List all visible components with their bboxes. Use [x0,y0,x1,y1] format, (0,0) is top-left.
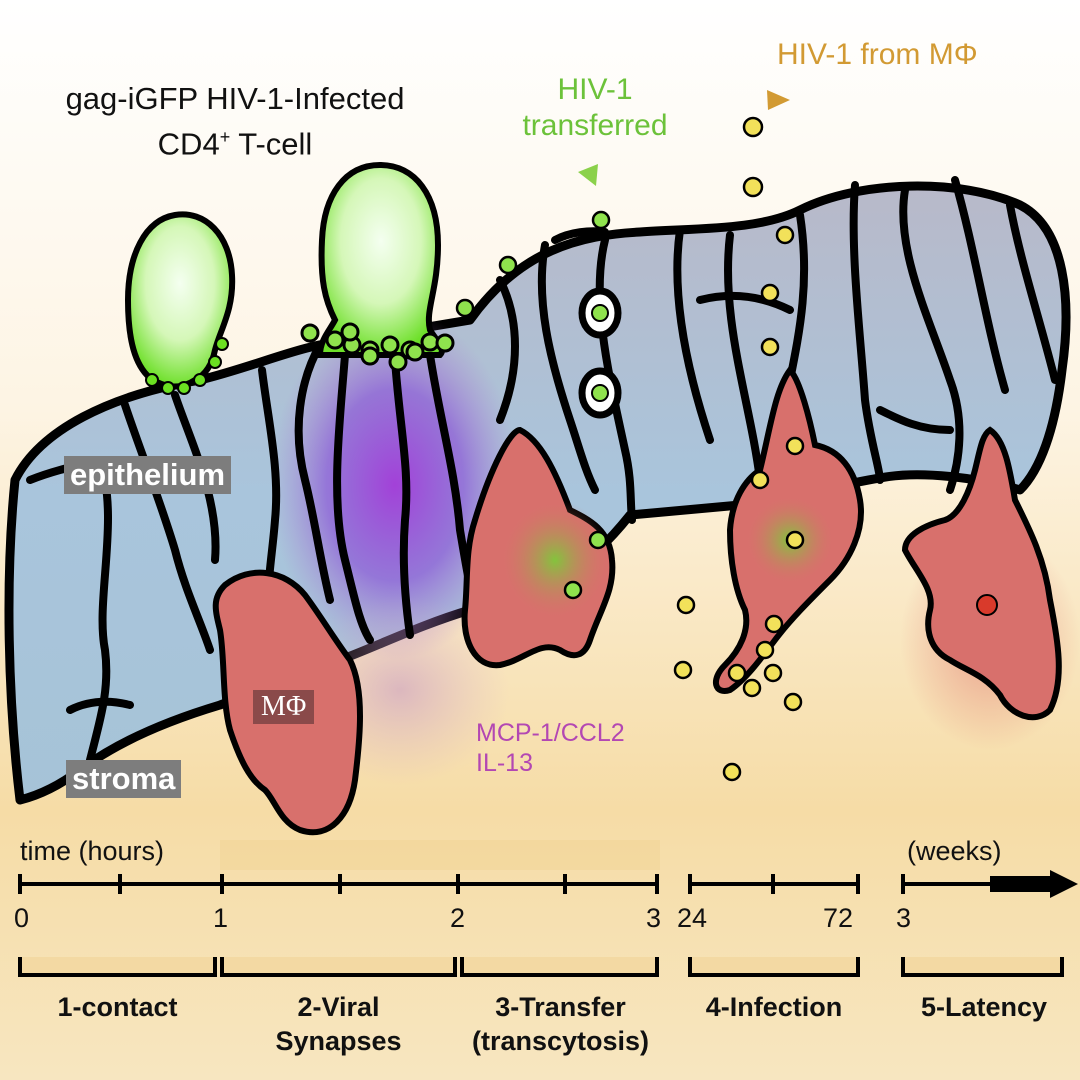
weeks-arrow-head [1050,870,1078,898]
tick-label-1: 1 [213,903,229,933]
stage-1-contact: 1-contact [57,992,178,1022]
infected-t-cells [124,161,455,395]
t-cell-synapse [300,161,455,372]
tick-label-2: 2 [450,903,466,933]
hiv-transferred-label: HIV-1 transferred [522,73,668,142]
stage-2-viral-synapses: 2-Viral Synapses [275,992,402,1056]
stage-4-infection: 4-Infection [705,992,843,1022]
macrophage-stage5 [901,426,1062,721]
green-arrow [578,164,598,186]
t-cell-contact [124,211,236,395]
transcytosis-vesicles [578,287,622,419]
gold-arrow [767,90,790,110]
tick-label-72: 72 [823,903,854,933]
weeks-arrow-body [990,876,1050,892]
timeline-axis [18,874,1050,894]
hours-label: time (hours) [20,836,165,866]
weeks-label: (weeks) [907,836,1002,866]
t-cell-title-line2: CD4+ T-cell [157,126,313,162]
stage-3-transfer: 3-Transfer (transcytosis) [471,992,650,1056]
tick-label-0: 0 [14,903,30,933]
t-cell-title: gag-iGFP HIV-1-Infected CD4+ T-cell [30,80,440,163]
stage-brackets [18,957,1064,977]
hiv-from-macrophage-label: HIV-1 from MΦ [777,38,978,71]
synapse-glow [270,310,520,660]
stroma-label: stroma [66,760,182,798]
tick-label-3: 3 [646,903,662,933]
t-cell-title-line1: gag-iGFP HIV-1-Infected [65,81,405,116]
tick-label-3-weeks: 3 [896,903,912,933]
epithelium-label: epithelium [64,456,232,494]
hiv-virions-green [455,210,611,600]
tick-label-24: 24 [677,903,708,933]
hiv-virions-yellow [673,116,805,782]
macrophage-label: MΦ [253,690,315,724]
chemokine-label: MCP-1/CCL2 IL-13 [476,719,625,777]
stage-5-latency: 5-Latency [920,992,1048,1022]
